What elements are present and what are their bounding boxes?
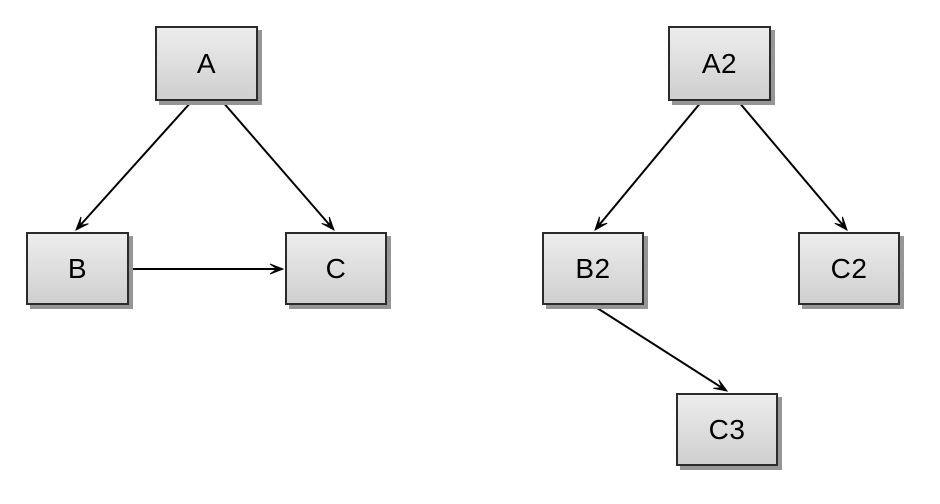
edge-arrowhead-icon <box>834 216 848 232</box>
edge-b2-to-c3[interactable] <box>593 305 729 392</box>
edge-a2-to-c2[interactable] <box>737 100 848 232</box>
edge-arrowhead-icon <box>713 379 729 392</box>
edge-line <box>76 100 193 230</box>
node-label: B <box>67 252 88 284</box>
node-label: A2 <box>701 47 738 79</box>
edge-line <box>595 100 703 230</box>
edge-line <box>737 100 847 230</box>
node-b2[interactable]: B2 <box>542 232 644 305</box>
node-label: B2 <box>575 252 611 284</box>
node-label: C3 <box>708 413 746 445</box>
edge-a-to-c[interactable] <box>221 100 335 232</box>
node-a2[interactable]: A2 <box>668 26 771 101</box>
edge-line <box>593 305 727 392</box>
edge-a2-to-b2[interactable] <box>594 100 703 232</box>
node-c2[interactable]: C2 <box>798 232 900 305</box>
node-label: C2 <box>830 252 868 284</box>
edge-arrowhead-icon <box>321 216 335 232</box>
node-label: A <box>196 47 217 79</box>
node-c[interactable]: C <box>285 232 387 305</box>
node-a[interactable]: A <box>155 26 258 101</box>
edge-arrowhead-icon <box>594 216 608 232</box>
edge-group <box>75 100 848 392</box>
edge-line <box>221 100 334 230</box>
node-label: C <box>325 252 347 284</box>
edge-b-to-c[interactable] <box>129 263 285 275</box>
node-b[interactable]: B <box>26 232 129 305</box>
edge-a-to-b[interactable] <box>75 100 193 232</box>
edge-arrowhead-icon <box>75 216 89 232</box>
edge-arrowhead-icon <box>269 263 285 275</box>
node-c3[interactable]: C3 <box>676 393 778 466</box>
